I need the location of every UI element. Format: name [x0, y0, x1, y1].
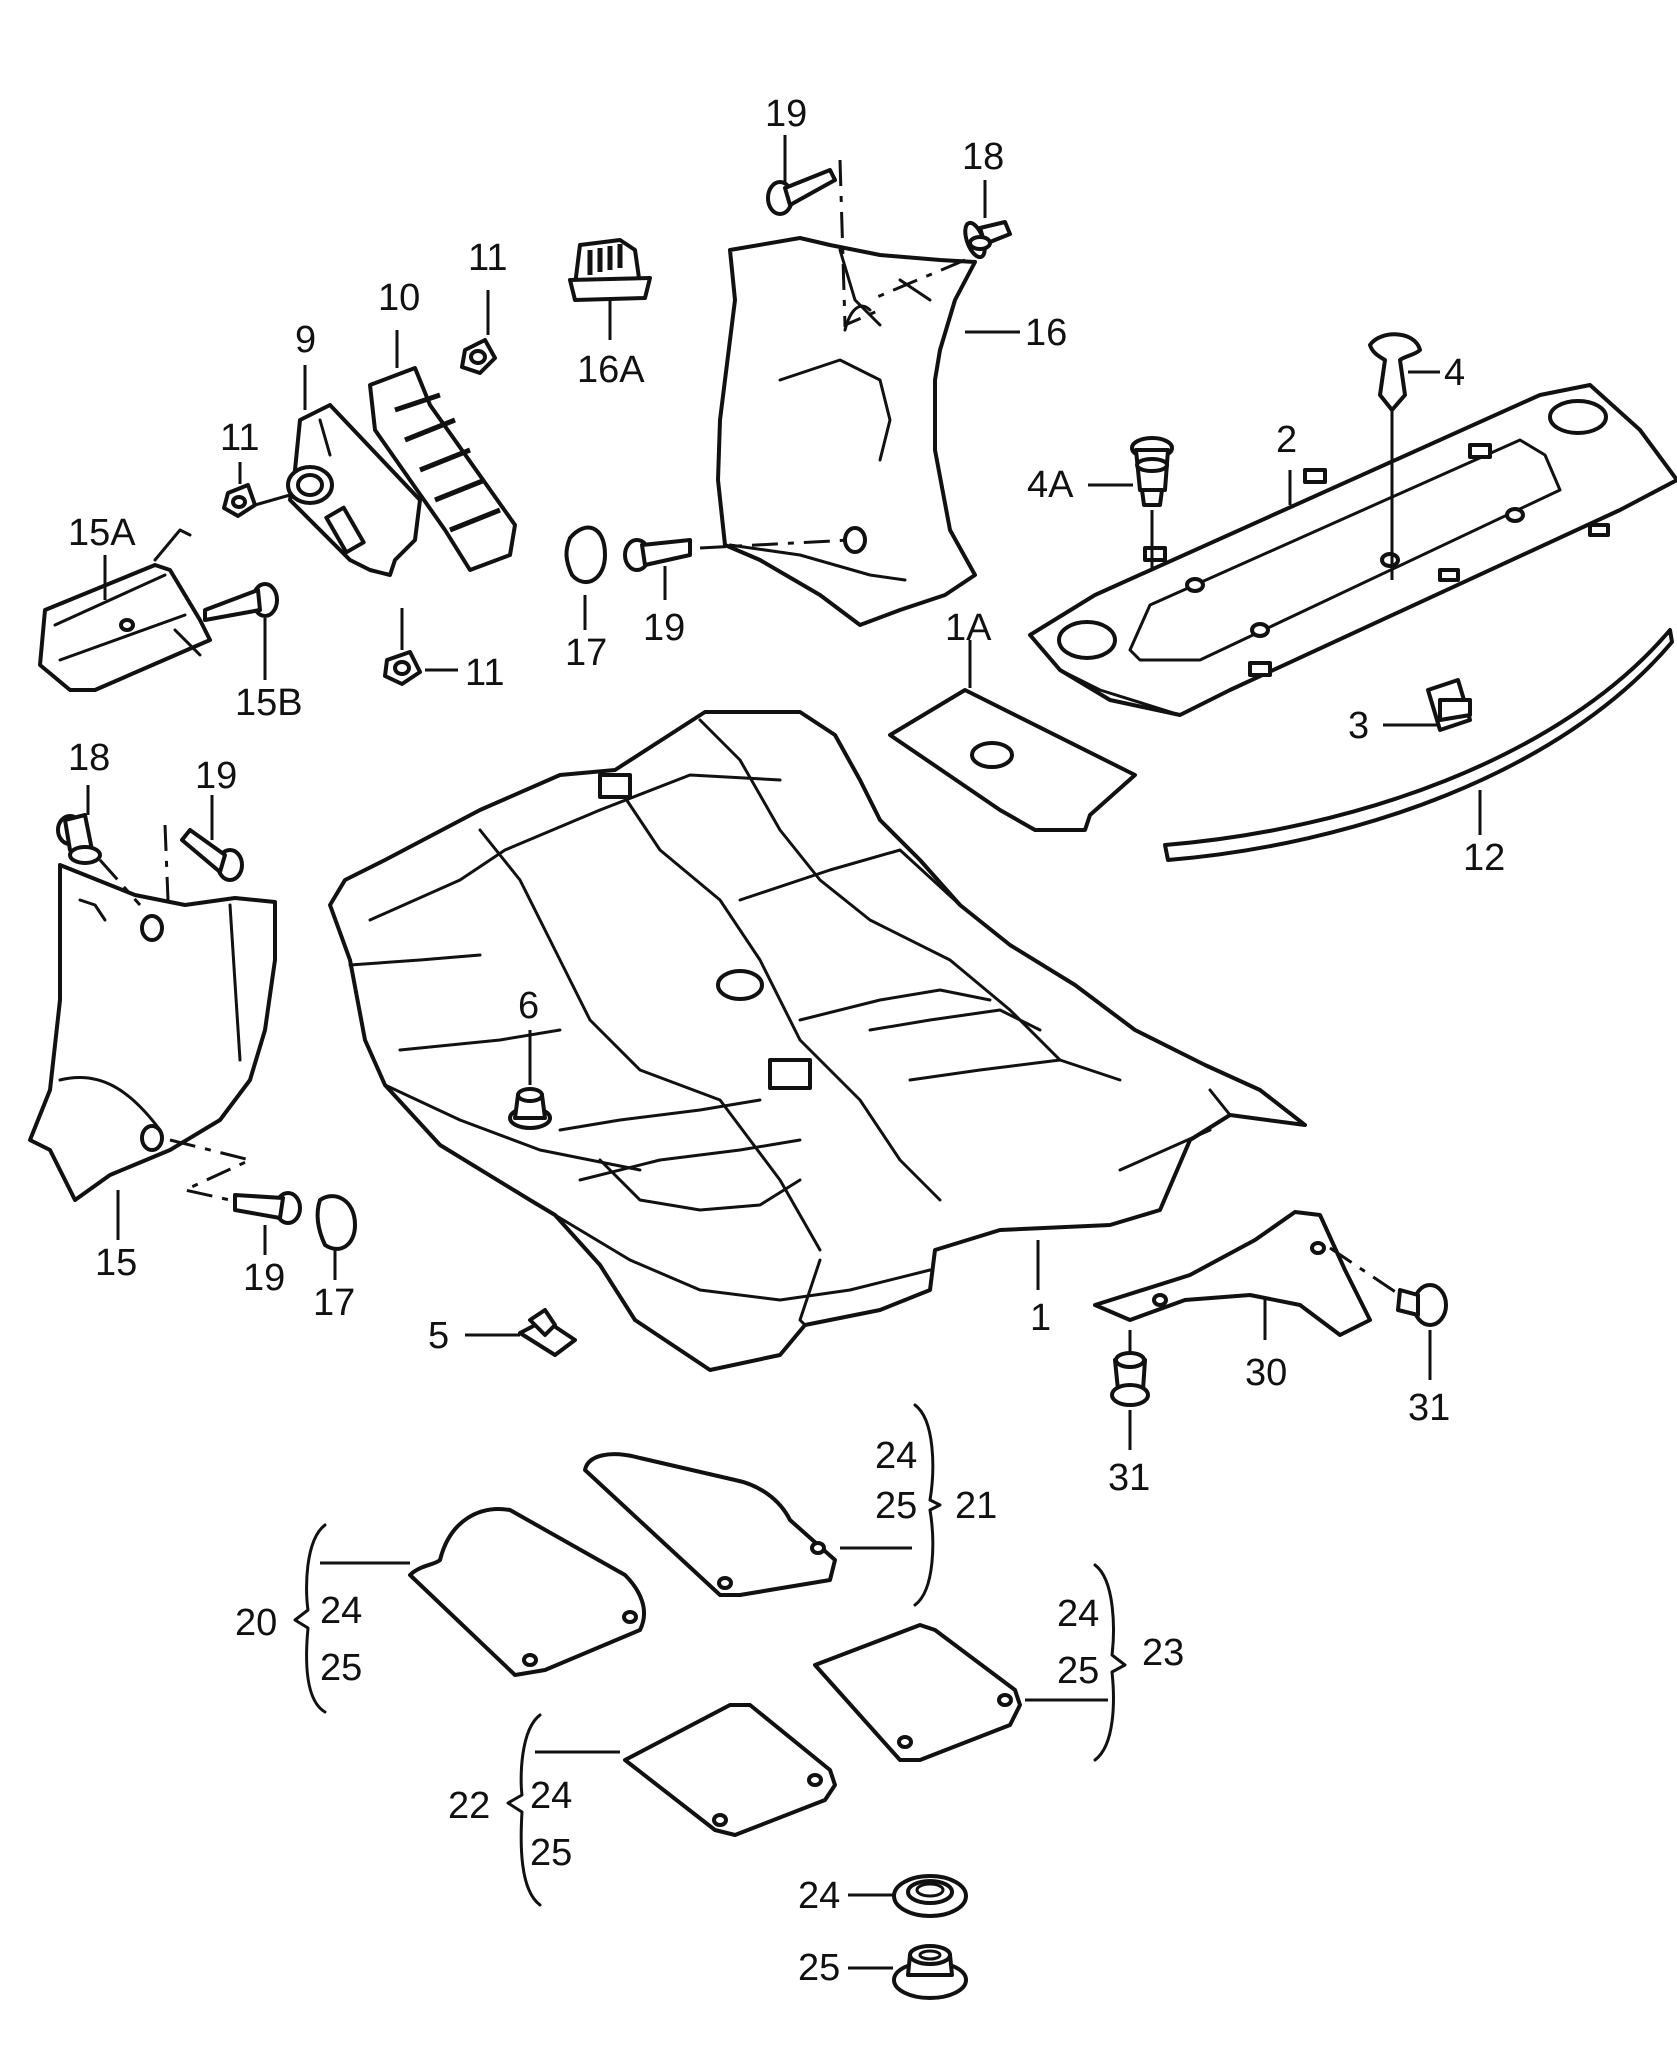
callout-10: 10	[378, 277, 420, 319]
callout-31-left: 31	[1108, 1457, 1150, 1499]
fastener-25	[892, 1944, 968, 2000]
callout-16A: 16A	[577, 349, 645, 391]
callout-19-upper: 19	[765, 93, 807, 135]
callout-17-upper: 17	[565, 632, 607, 674]
push-clip-4A	[1130, 436, 1174, 507]
callout-4A: 4A	[1027, 464, 1074, 506]
nut-11-middle	[222, 483, 257, 518]
sound-insulation-pad	[888, 688, 1137, 832]
callout-24-mat22: 24	[530, 1775, 572, 1817]
screw-15B	[203, 582, 279, 622]
floor-carpet	[328, 710, 1307, 1372]
callout-5: 5	[428, 1315, 449, 1357]
callout-1: 1	[1030, 1297, 1051, 1339]
callout-11-upper: 11	[468, 237, 507, 279]
callout-22: 22	[448, 1785, 490, 1827]
clip-3	[1426, 678, 1472, 732]
callout-24-mat20: 24	[320, 1590, 362, 1632]
bolt-18-lower	[56, 813, 102, 865]
callout-16: 16	[1025, 312, 1067, 354]
callout-15B: 15B	[235, 682, 303, 724]
stud-6	[508, 1087, 552, 1130]
callout-12: 12	[1463, 837, 1505, 879]
callout-19-lower: 19	[243, 1257, 285, 1299]
callout-19-middle: 19	[643, 607, 685, 649]
clip-5	[518, 1308, 577, 1357]
callout-21: 21	[955, 1485, 997, 1527]
callout-17-lower: 17	[313, 1282, 355, 1324]
floor-mat-21	[583, 1452, 837, 1597]
callout-18-lower: 18	[68, 737, 110, 779]
callout-4: 4	[1444, 352, 1465, 394]
callout-24-mat23: 24	[1057, 1593, 1099, 1635]
callout-24-grommet: 24	[798, 1875, 840, 1917]
callout-23: 23	[1142, 1632, 1184, 1674]
trim-strip	[1163, 628, 1674, 862]
callout-31-right: 31	[1408, 1387, 1450, 1429]
callout-2: 2	[1276, 419, 1297, 461]
callout-1A: 1A	[945, 607, 992, 649]
callout-3: 3	[1348, 705, 1369, 747]
bolt-18-upper	[963, 220, 1012, 260]
bracket-9	[286, 403, 422, 577]
grommet-24	[892, 1874, 968, 1918]
bracket-15A	[38, 528, 212, 692]
nut-11-lower	[383, 650, 422, 686]
rear-shelf	[1028, 383, 1677, 717]
callout-25-fastener: 25	[798, 1947, 840, 1989]
screw-19-lower	[233, 1191, 302, 1225]
floor-mat-23	[813, 1623, 1022, 1762]
callout-11-lower: 11	[465, 652, 504, 694]
callout-18-upper: 18	[962, 136, 1004, 178]
cover-10	[368, 366, 517, 572]
callout-25-mat20: 25	[320, 1647, 362, 1689]
screw-19-left	[180, 828, 244, 882]
pillar-trim-16	[716, 236, 977, 627]
clip-16A	[568, 238, 652, 302]
callout-25-mat21: 25	[875, 1485, 917, 1527]
callout-30: 30	[1245, 1352, 1287, 1394]
pillar-trim-15	[28, 863, 277, 1202]
floor-mat-22	[623, 1703, 837, 1837]
screw-19-upper	[766, 168, 837, 216]
callout-25-mat22: 25	[530, 1832, 572, 1874]
callout-24-mat21: 24	[875, 1435, 917, 1477]
cap-17-lower	[315, 1194, 357, 1251]
trim-30	[1093, 1210, 1372, 1337]
callout-15: 15	[95, 1242, 137, 1284]
callout-6: 6	[518, 985, 539, 1027]
callout-9: 9	[295, 319, 316, 361]
callout-15A: 15A	[68, 512, 136, 554]
expanding-rivet-4	[1368, 332, 1422, 412]
clip-31-left	[1110, 1351, 1150, 1407]
nut-11-upper	[460, 338, 497, 375]
callout-25-mat23: 25	[1057, 1650, 1099, 1692]
callout-19-left: 19	[195, 755, 237, 797]
screw-19-middle	[623, 538, 692, 572]
clip-31-right	[1396, 1283, 1448, 1327]
callout-20: 20	[235, 1602, 277, 1644]
callout-11-middle: 11	[220, 417, 259, 459]
cap-17-upper	[564, 525, 607, 585]
floor-mat-20	[408, 1507, 646, 1677]
